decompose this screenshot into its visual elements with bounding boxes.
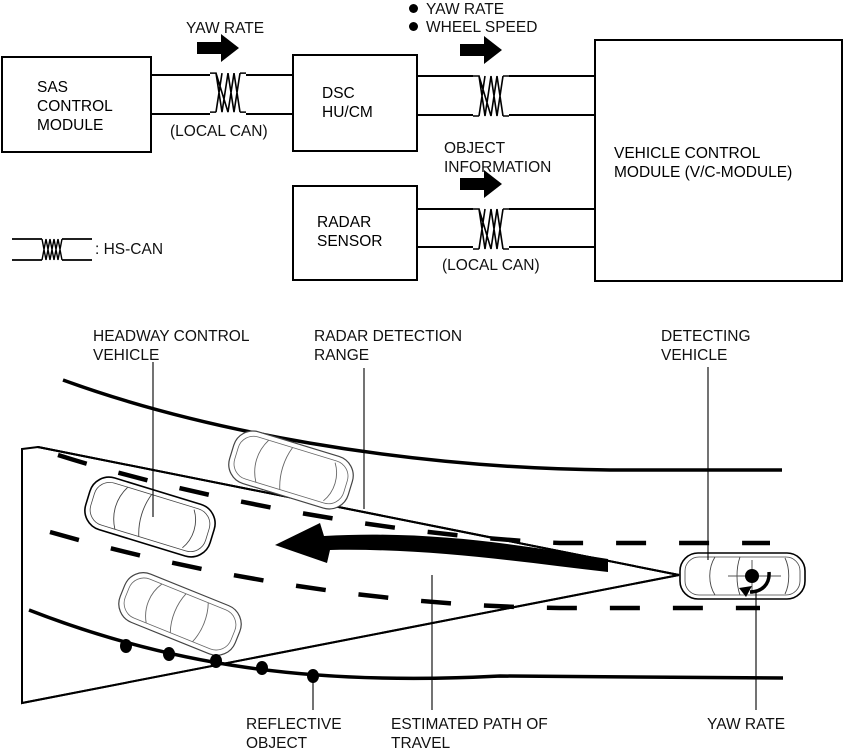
dsc-hucm-label: DSC HU/CM: [322, 85, 373, 121]
road-edge-upper: [62, 378, 782, 472]
signal-label-yaw-rate-dsc: YAW RATE: [409, 0, 504, 19]
vehicle-control-module-label: VEHICLE CONTROL MODULE (V/C-MODULE): [614, 145, 793, 181]
reflective-object-dot: [163, 647, 175, 661]
callout-estimated-path: ESTIMATED PATH OF TRAVEL: [391, 716, 548, 752]
callout-headway-control-vehicle: HEADWAY CONTROL VEHICLE: [93, 328, 250, 364]
signal-label-wheel-speed: WHEEL SPEED: [409, 18, 537, 37]
vehicle: [228, 430, 354, 510]
reflective-object-dot: [256, 661, 268, 675]
lane-marking-lower: [49, 529, 760, 611]
sas-control-module-box: SAS CONTROL MODULE: [1, 56, 152, 153]
twisted-pair-icon: [12, 238, 92, 261]
estimated-path-arrow: [275, 523, 608, 572]
bus-label-local-can-1: (LOCAL CAN): [170, 123, 268, 140]
radar-sensor-box: RADAR SENSOR: [292, 185, 418, 281]
callout-radar-detection-range: RADAR DETECTION RANGE: [314, 328, 463, 364]
lane-marking-upper: [57, 452, 770, 546]
vehicle: [118, 572, 242, 656]
can-bus-dsc-vcm: [417, 75, 595, 117]
arrow-right-icon: [197, 34, 239, 62]
leader-lines: [152, 362, 757, 710]
vehicle-control-module-box: VEHICLE CONTROL MODULE (V/C-MODULE): [594, 39, 843, 282]
headway-control-vehicle: [84, 476, 216, 558]
callout-yaw-rate: YAW RATE: [707, 716, 786, 733]
legend-hs-can-label: : HS-CAN: [95, 241, 164, 258]
bus-label-local-can-2: (LOCAL CAN): [442, 257, 540, 274]
sas-control-module-label: SAS CONTROL MODULE: [37, 79, 113, 134]
radar-sensor-label: RADAR SENSOR: [317, 214, 383, 250]
arrow-right-icon: [460, 36, 502, 64]
can-bus-sas-dsc: [151, 72, 293, 115]
signal-label-object-information: OBJECT INFORMATION: [444, 140, 552, 176]
callout-reflective-object: REFLECTIVE OBJECT: [246, 716, 342, 752]
yaw-rotation-arrow-icon: [749, 571, 771, 594]
detecting-vehicle: [679, 552, 806, 600]
callout-detecting-vehicle: DETECTING VEHICLE: [661, 328, 751, 364]
reflective-object-dot: [120, 639, 132, 653]
yaw-center-icon: [745, 569, 759, 583]
signal-label-yaw-rate: YAW RATE: [186, 20, 265, 37]
reflective-object-dot: [210, 654, 222, 668]
dsc-hucm-box: DSC HU/CM: [292, 54, 418, 152]
can-bus-radar-vcm: [417, 208, 595, 250]
